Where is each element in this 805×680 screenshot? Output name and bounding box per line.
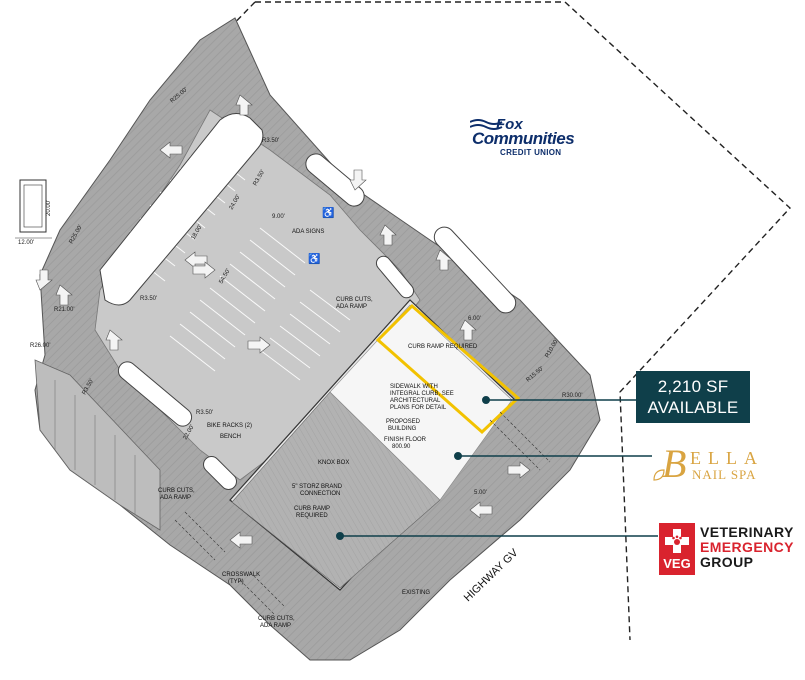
dim-r26: R26.00' [30, 343, 51, 349]
veg-badge: VEG [659, 523, 695, 575]
curb-cuts-label-2a: CURB CUTS, [158, 488, 195, 494]
curb-cuts-label-2b: ADA RAMP [160, 495, 191, 501]
finish-floor-label-2: 800.90 [392, 444, 411, 450]
available-sf: 2,210 SF [657, 377, 729, 396]
adjacent-structure [34, 359, 161, 531]
sidewalk-note-2: INTEGRAL CURB, SEE [390, 391, 454, 397]
dim-12: 12.00' [18, 240, 34, 246]
bench-label: BENCH [220, 434, 241, 440]
dim-r350-a: R3.50' [262, 138, 279, 144]
curb-ramp-label-top: CURB RAMP REQUIRED [408, 344, 478, 350]
curb-cuts-label-1b: ADA RAMP [336, 304, 367, 310]
crosswalk-label-2: (TYP) [228, 579, 244, 585]
landscape-islands [99, 113, 517, 490]
dim-r21: R21.00' [54, 307, 75, 313]
veg-abbr: VEG [663, 556, 691, 571]
sidewalk-note-4: PLANS FOR DETAIL [390, 405, 447, 411]
curb-ramp-label-bottom-2: REQUIRED [296, 513, 328, 519]
bella-initial: B [662, 441, 687, 486]
dim-r350-e: R3.50' [196, 410, 213, 416]
veg-line3: GROUP [700, 554, 754, 570]
available-suite-outline [375, 303, 521, 435]
dumpster-enclosure [15, 179, 52, 239]
dim-5: 5.00' [474, 490, 487, 496]
ada-signs-label: ADA SIGNS [292, 229, 324, 235]
dim-20: 20.00' [46, 200, 52, 216]
curb-cuts-label-3b: ADA RAMP [260, 623, 291, 629]
sidewalk-note-3: ARCHITECTURAL [390, 398, 441, 404]
available-label: AVAILABLE [647, 398, 739, 417]
bella-name: ELLA [690, 448, 764, 468]
dim-r30: R30.00' [562, 393, 583, 399]
proposed-building-label-1: PROPOSED [386, 419, 421, 425]
ada-stall-symbols: ♿ ♿ [308, 206, 334, 265]
adjacent-structure-lines [54, 380, 136, 515]
available-space-callout: 2,210 SF AVAILABLE [636, 371, 750, 423]
bike-racks-label: BIKE RACKS (2) [207, 423, 252, 429]
storz-label-1: 5" STORZ BRAND [292, 484, 343, 490]
dim-r350-c: R3.50' [140, 296, 157, 302]
storz-label-2: CONNECTION [300, 491, 340, 497]
bella-sub: NAIL SPA [692, 467, 757, 482]
curb-cuts-label-1a: CURB CUTS, [336, 297, 373, 303]
fox-logo-line2: Communities [472, 129, 575, 148]
sidewalk-note-1: SIDEWALK WITH [390, 384, 438, 390]
proposed-building [229, 299, 516, 591]
leaf-icon [653, 469, 665, 481]
svg-text:♿: ♿ [322, 206, 334, 219]
finish-floor-label-1: FINISH FLOOR [384, 437, 427, 443]
veterinary-emergency-group-logo: VEG VETERINARY EMERGENCY GROUP [654, 520, 799, 578]
dim-6: 6.00' [468, 316, 481, 322]
dim-9: 9.00' [272, 214, 285, 220]
svg-text:♿: ♿ [308, 252, 320, 265]
crosswalk-label-1: CROSSWALK [222, 572, 260, 578]
knox-box-label: KNOX BOX [318, 460, 349, 466]
curb-cuts-label-3a: CURB CUTS, [258, 616, 295, 622]
crosswalk-markings [174, 411, 551, 616]
curb-ramp-label-bottom-1: CURB RAMP [294, 506, 330, 512]
traffic-arrows [35, 94, 531, 549]
veg-line2: EMERGENCY [700, 539, 794, 555]
medical-cross-icon [665, 529, 689, 553]
proposed-building-label-2: BUILDING [388, 426, 417, 432]
callout-leaders [335, 395, 658, 540]
fox-communities-logo: Fox Communities CREDIT UNION [470, 116, 590, 160]
fox-logo-line3: CREDIT UNION [500, 148, 562, 157]
wave-icon [470, 119, 503, 130]
fox-logo-line1: Fox [496, 116, 523, 133]
property-line [255, 1, 791, 641]
existing-label: EXISTING [402, 590, 430, 596]
veg-line1: VETERINARY [700, 524, 794, 540]
bella-nail-spa-logo: B ELLA NAIL SPA [650, 440, 780, 486]
